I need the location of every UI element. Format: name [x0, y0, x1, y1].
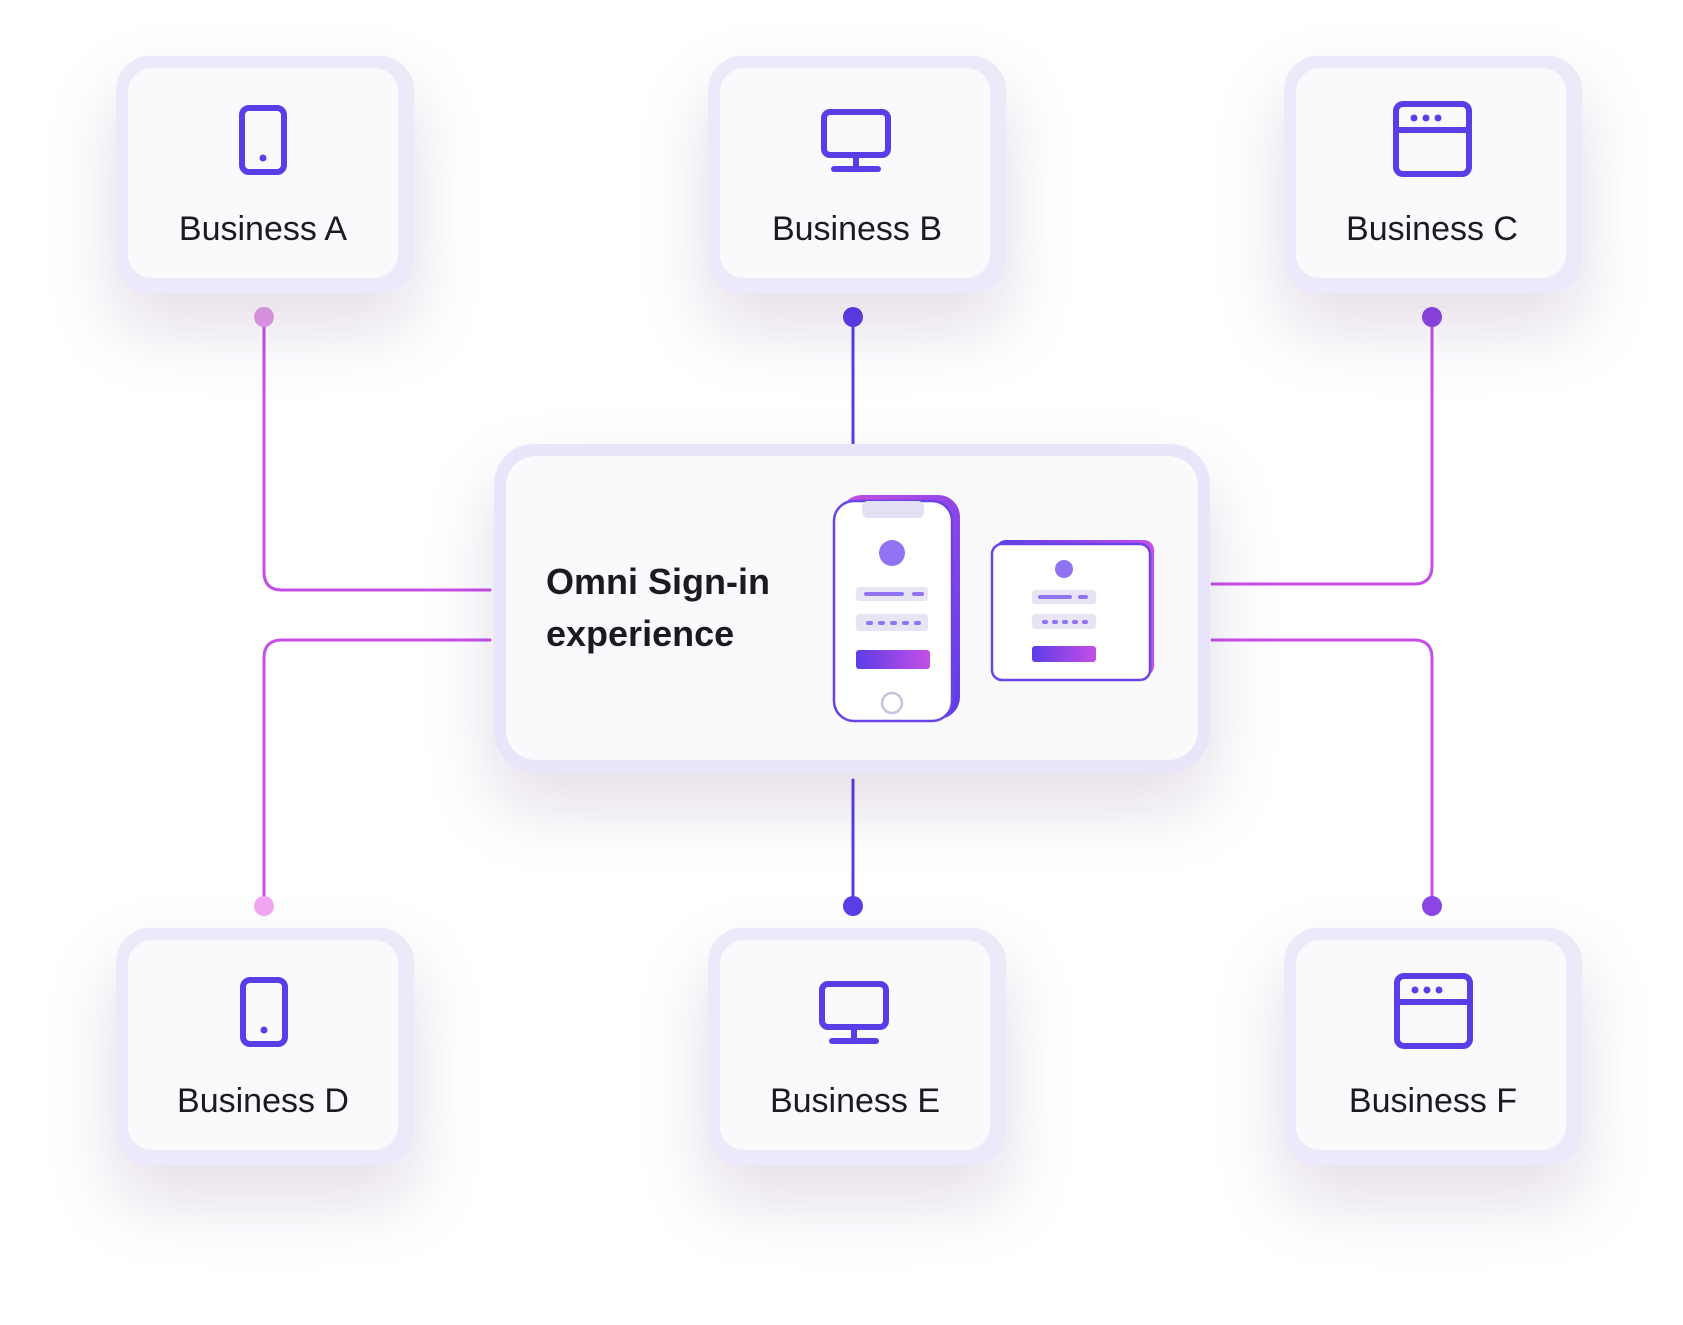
mobile-icon — [240, 977, 288, 1047]
phone-notch — [862, 501, 924, 518]
business-f-label: Business F — [1349, 1082, 1517, 1120]
connector-business-d — [262, 638, 492, 908]
connector-business-f — [1210, 638, 1434, 908]
hub-title-line2: experience — [546, 613, 734, 654]
browser-window-icon — [1393, 101, 1472, 177]
phone-mockup — [832, 495, 960, 723]
avatar-icon — [879, 540, 905, 566]
connector-dots — [254, 307, 1442, 916]
business-card-a: Business A — [116, 56, 414, 294]
business-card-b: Business B — [708, 56, 1006, 294]
desktop-icon — [821, 109, 891, 172]
browser-window-icon — [1394, 973, 1473, 1049]
business-b-label: Business B — [772, 210, 942, 248]
connector-business-a — [262, 315, 492, 592]
browser-mockup — [990, 540, 1154, 682]
connector-dot-a — [254, 307, 274, 327]
mobile-icon — [239, 105, 287, 175]
desktop-icon — [819, 981, 889, 1044]
connector-dot-e — [843, 896, 863, 916]
business-card-e: Business E — [708, 928, 1006, 1166]
signin-button — [856, 650, 930, 669]
business-e-label: Business E — [770, 1082, 940, 1120]
home-button-icon — [880, 691, 904, 715]
business-card-c: Business C — [1284, 56, 1582, 294]
signin-button — [1032, 646, 1096, 662]
connector-dot-b — [843, 307, 863, 327]
connector-dot-d — [254, 896, 274, 916]
business-c-label: Business C — [1346, 210, 1518, 248]
connectors — [262, 315, 1434, 908]
business-card-d: Business D — [116, 928, 414, 1166]
hub-title-line1: Omni Sign-in — [546, 561, 770, 602]
business-a-label: Business A — [179, 210, 348, 248]
business-d-label: Business D — [177, 1082, 349, 1120]
avatar-icon — [1055, 560, 1073, 578]
connector-dot-c — [1422, 307, 1442, 327]
omni-signin-card: Omni Sign-in experience — [494, 444, 1210, 772]
connector-business-c — [1210, 315, 1434, 586]
business-card-f: Business F — [1284, 928, 1582, 1166]
connector-dot-f — [1422, 896, 1442, 916]
